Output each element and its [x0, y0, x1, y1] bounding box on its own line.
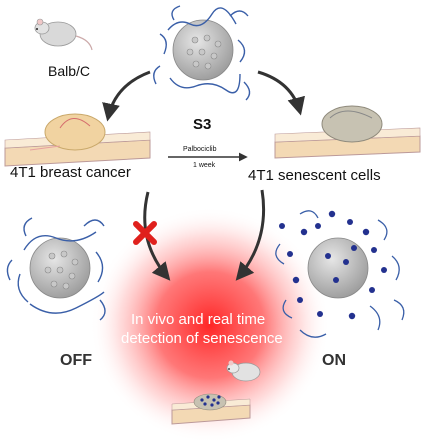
off-state-label: OFF: [60, 352, 92, 369]
duration-label: 1 week: [193, 162, 216, 169]
senescent-tissue-right: [274, 105, 421, 159]
mouse-icon-detection: [226, 360, 261, 382]
senescent-label: 4T1 senescent cells: [248, 167, 381, 184]
fluorescence-glow: [90, 207, 330, 443]
tumor-tissue-left: [4, 113, 151, 167]
nanoparticle-off: [6, 217, 106, 321]
nanoparticle-on: [275, 210, 405, 338]
tumor-label: 4T1 breast cancer: [10, 164, 131, 181]
mouse-icon: [34, 18, 93, 51]
s3-nanoparticle-top: [153, 5, 251, 101]
probe-label: S3: [193, 116, 212, 133]
on-state-label: ON: [322, 352, 346, 369]
detection-text-line1: In vivo and real time: [131, 311, 266, 328]
x-mark-icon: [133, 221, 157, 245]
arrow-to-tumor: [102, 70, 151, 122]
tissue-detection-bottom: [171, 393, 251, 425]
detection-text-line2: detection of senescence: [121, 330, 283, 347]
arrow-to-senescent: [257, 70, 305, 116]
arrow-detection: [235, 189, 266, 281]
drug-label: Palbociclib: [183, 146, 217, 153]
mouse-strain-label: Balb/C: [48, 63, 91, 79]
